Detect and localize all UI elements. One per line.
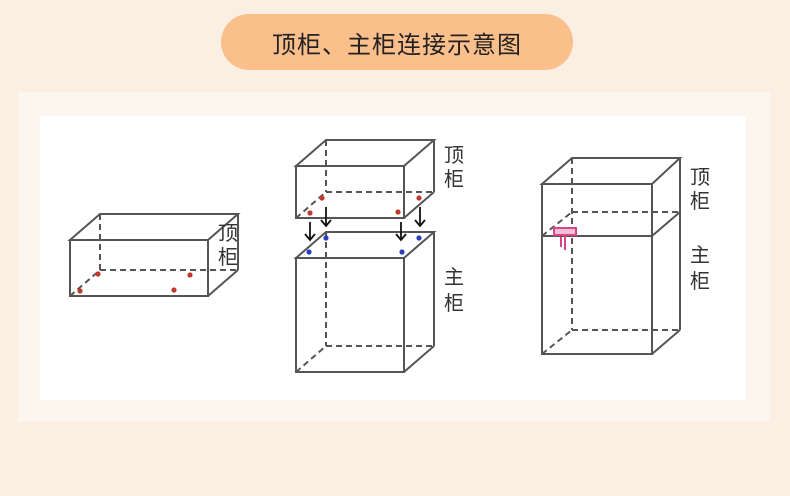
red-fixing-points — [77, 195, 422, 294]
label-top-cabinet-fig2-char2: 柜 — [444, 167, 464, 191]
diagram-title: 顶柜、主柜连接示意图 — [221, 14, 573, 70]
connector-icon — [553, 227, 577, 250]
alignment-arrows — [304, 207, 426, 242]
label-main-cabinet-fig3-char2: 柜 — [690, 269, 710, 293]
label-top-cabinet-fig1-char2: 柜 — [218, 245, 238, 269]
label-main-cabinet-fig2-char2: 柜 — [444, 291, 464, 315]
label-top-cabinet-fig3-char2: 柜 — [690, 189, 710, 213]
label-top-cabinet-fig3-char1: 顶 — [690, 165, 710, 189]
label-main-cabinet-fig2-char1: 主 — [444, 265, 464, 289]
fig1-top-cabinet — [67, 213, 241, 297]
label-main-cabinet-fig3-char1: 主 — [690, 243, 710, 267]
fig2-main-cabinet — [293, 231, 437, 373]
label-top-cabinet-fig2-char1: 顶 — [444, 143, 464, 167]
blue-fixing-points — [306, 235, 422, 255]
fig3-assembled-cabinet — [539, 157, 683, 355]
label-top-cabinet-fig1-char1: 顶 — [218, 221, 238, 245]
fig2-top-cabinet — [293, 139, 437, 219]
